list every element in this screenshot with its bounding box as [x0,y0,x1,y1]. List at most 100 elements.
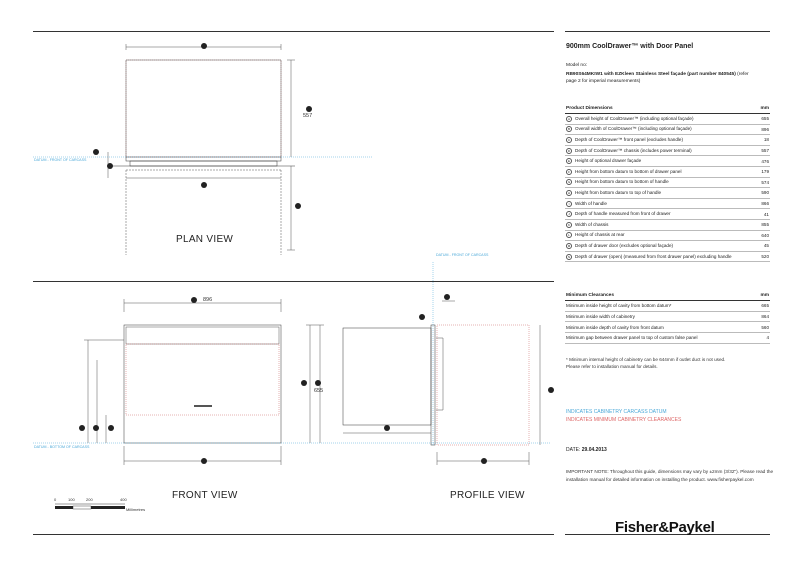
table-row: Minimum inside depth of cavity from fron… [565,321,770,334]
dimension-value: 855 [738,219,770,231]
front-height-value: 655 [314,388,324,394]
date-value: 29.04.2013 [581,447,607,453]
dimension-label: Width of handle [575,200,607,206]
dimension-label: Depth of CoolDrawer™ chassis (includes p… [575,147,692,153]
profile-view-label: PROFILE VIEW [450,490,525,501]
front-view-label: FRONT VIEW [172,490,238,501]
dimension-value: 557 [738,145,770,157]
table-row: Minimum inside height of cavity from bot… [565,300,770,312]
dimension-value: 41 [738,208,770,220]
footnote: * Minimum internal height of cabinetry c… [566,357,726,369]
model-description-bold: RB90S64MKIW1 with EZKleen Stainless Stee… [566,72,736,77]
dimension-value: 590 [738,187,770,199]
bottom-rule-right [565,534,770,535]
dimension-value: 476 [738,155,770,167]
key-marker: E [566,158,572,165]
minimum-clearances-table: Minimum Clearances mm Minimum inside hei… [565,291,770,344]
dimension-value: 655 [738,113,770,125]
fisher-paykel-logo: Fisher&Paykel [615,519,715,536]
key-marker: I [566,200,572,207]
bottom-rule-left [33,534,554,535]
scale-tick-0: 0 [54,497,57,502]
dimension-label: Height from bottom datum to top of handl… [575,190,662,196]
model-description-rest: (refer page 2 for imperial measurements) [566,72,749,84]
top-rule-right [565,31,770,32]
dimension-label: Width of chassis [575,221,609,227]
dimension-value: 179 [738,166,770,178]
key-marker: B [566,126,572,133]
dimension-value: 574 [738,177,770,189]
clearance-value: 4 [738,332,770,344]
key-marker: L [566,232,572,239]
clearance-label: Minimum inside depth of cavity from fron… [565,321,738,334]
dimension-label: Depth of drawer (open) (measured from fr… [575,253,732,259]
clearance-label: Minimum inside height of cavity from bot… [565,300,738,312]
product-dimensions-unit: mm [738,104,770,114]
datum-bottom-label: DATUM - BOTTOM OF CARCASS [34,445,90,449]
plan-view-label: PLAN VIEW [176,234,234,245]
scale-tick-400: 400 [120,497,127,502]
dimension-value: 45 [738,240,770,252]
dimension-label: Height of optional drawer façade [575,158,642,164]
key-marker: D [566,147,572,154]
dimension-label: Height from bottom datum to bottom of dr… [575,168,682,174]
key-marker: J [566,211,572,218]
datum-front-label-plan: DATUM - FRONT OF CARCASS [34,158,87,162]
clearance-value: 864 [738,311,770,323]
dimension-label: Depth of drawer door (excludes optional … [575,243,674,249]
drawing-divider [33,281,554,282]
dimension-value: 866 [738,198,770,210]
dimension-value: 18 [738,134,770,146]
clearance-label: Minimum inside width of cabinetry [565,311,738,323]
legend-carcass-datum: INDICATES CABINETRY CARCASS DATUM [566,409,667,415]
dimension-label: Overall height of CoolDrawer™ (including… [575,116,694,122]
technical-drawing [33,43,554,510]
date-line: DATE: 29.04.2013 [566,447,607,453]
legend-min-clearances: INDICATES MINIMUM CABINETRY CLEARANCES [566,417,682,423]
page-title: 900mm CoolDrawer™ with Door Panel [566,43,694,50]
model-no-label: Model no: [566,63,588,68]
front-width-value: 896 [203,297,213,303]
key-marker: A [566,115,572,122]
dimension-value: 520 [738,251,770,263]
dimension-value: 896 [738,124,770,136]
date-label: DATE: [566,447,581,453]
key-marker: M [566,242,572,249]
plan-depth-value: 557 [303,113,313,119]
key-marker: F [566,168,572,175]
clearance-value: 560 [738,321,770,334]
dimension-value: 640 [738,230,770,242]
clearance-label: Minimum gap between drawer panel to top … [565,332,738,344]
product-dimensions-header: Product Dimensions [565,104,738,114]
dimension-label: Overall width of CoolDrawer™ (including … [575,126,692,132]
clearance-value: 665 [738,300,770,312]
dimension-label: Height of chassis at rear [575,232,625,238]
minimum-clearances-header: Minimum Clearances [565,291,738,301]
scale-tick-100: 100 [68,497,75,502]
key-marker: G [566,179,572,186]
dimension-label: Depth of handle measured from front of d… [575,211,671,217]
table-row: Minimum gap between drawer panel to top … [565,332,770,344]
model-description: RB90S64MKIW1 with EZKleen Stainless Stee… [566,71,756,85]
minimum-clearances-unit: mm [738,291,770,301]
datum-front-label-profile: DATUM - FRONT OF CARCASS [436,253,489,257]
important-note: IMPORTANT NOTE: Throughout this guide, d… [566,469,774,482]
key-marker: C [566,136,572,143]
scale-unit-label: Millimetres [126,507,146,512]
